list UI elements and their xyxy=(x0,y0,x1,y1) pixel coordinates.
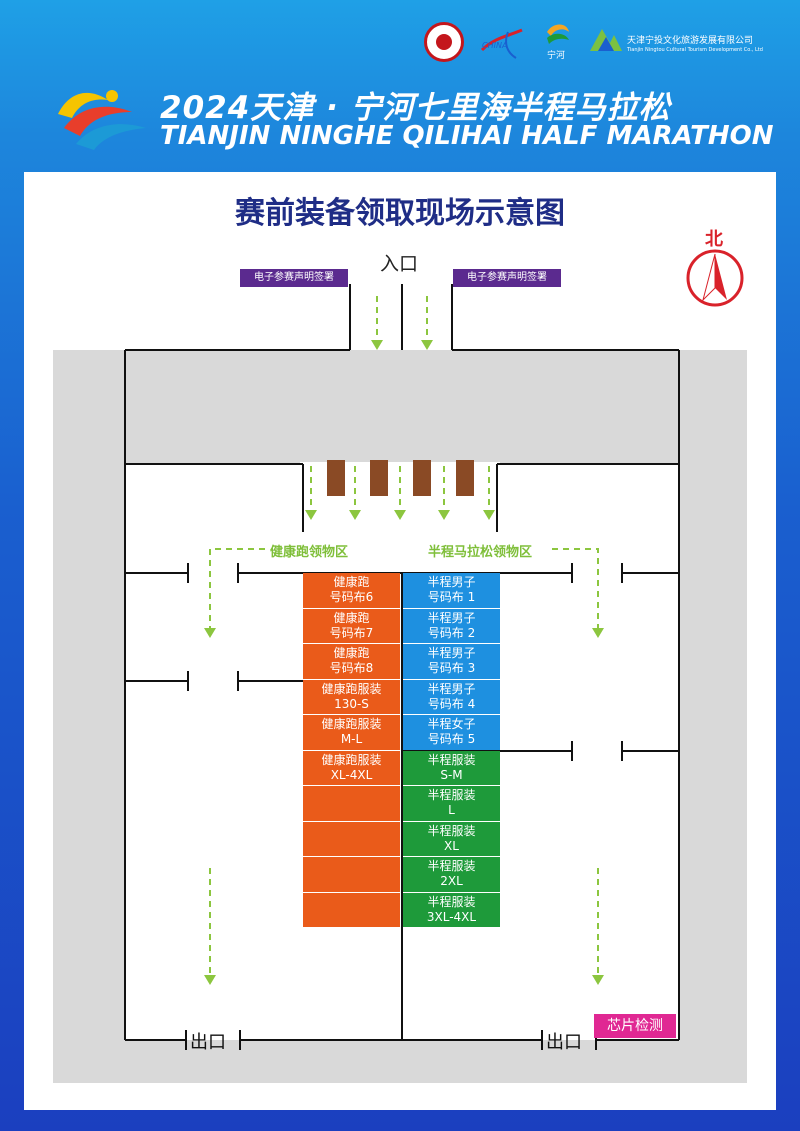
fun-run-booth-1: 健康跑 号码布6 xyxy=(303,573,400,608)
zone-half-marathon-label: 半程马拉松领物区 xyxy=(428,545,533,560)
event-logo xyxy=(50,84,150,154)
half-marathon-booth-1: 半程男子 号码布 1 xyxy=(403,573,500,608)
checkpoint-gate-2 xyxy=(370,460,388,496)
exit-right-label: 出口 xyxy=(546,1032,582,1053)
north-arrow-icon xyxy=(685,248,745,308)
svg-text:CHINA: CHINA xyxy=(482,41,507,50)
half-marathon-booth-6: 半程服装 S-M xyxy=(403,750,500,785)
fun-run-booth-3: 健康跑 号码布8 xyxy=(303,644,400,679)
association-logo xyxy=(424,22,464,62)
half-marathon-booth-5: 半程女子 号码布 5 xyxy=(403,715,500,750)
map-title: 赛前装备领取现场示意图 xyxy=(235,196,565,231)
exit-left-label: 出口 xyxy=(190,1032,226,1053)
zone-fun-run-label: 健康跑领物区 xyxy=(270,545,349,560)
north-label: 北 xyxy=(705,229,723,250)
sign-station-left: 电子参赛声明签署 xyxy=(240,269,348,287)
chip-check-station: 芯片检测 xyxy=(594,1014,676,1038)
half-marathon-booth-4: 半程男子 号码布 4 xyxy=(403,679,500,714)
half-marathon-booth-3: 半程男子 号码布 3 xyxy=(403,644,500,679)
fun-run-booth-4: 健康跑服装 130-S xyxy=(303,679,400,714)
fun-run-booth-8 xyxy=(303,821,400,856)
checkpoint-gate-3 xyxy=(413,460,431,496)
checkpoint-gate-4 xyxy=(456,460,474,496)
fun-run-booth-6: 健康跑服装 XL-4XL xyxy=(303,750,400,785)
ningtou-logo xyxy=(588,25,624,55)
ninghe-logo-text: 宁河 xyxy=(547,51,566,61)
china-logo: CHINA xyxy=(478,26,528,60)
entrance-label: 入口 xyxy=(380,253,419,275)
event-title-cn: 2024天津 · 宁河七里海半程马拉松 xyxy=(160,90,671,126)
partner-name: 天津宁投文化旅游发展有限公司 xyxy=(627,36,754,46)
half-marathon-booth-7: 半程服装 L xyxy=(403,786,500,821)
half-marathon-booth-10: 半程服装 3XL-4XL xyxy=(403,892,500,927)
ninghe-logo: 宁河 xyxy=(543,22,573,62)
half-marathon-booth-8: 半程服装 XL xyxy=(403,821,500,856)
fun-run-booth-5: 健康跑服装 M-L xyxy=(303,715,400,750)
half-marathon-booth-2: 半程男子 号码布 2 xyxy=(403,608,500,643)
fun-run-booth-7 xyxy=(303,786,400,821)
fun-run-booth-10 xyxy=(303,892,400,927)
partner-name-en: Tianjin Ningtou Cultural Tourism Develop… xyxy=(627,47,763,53)
half-marathon-booth-9: 半程服装 2XL xyxy=(403,857,500,892)
checkpoint-gate-1 xyxy=(327,460,345,496)
fun-run-booth-9 xyxy=(303,857,400,892)
fun-run-booth-2: 健康跑 号码布7 xyxy=(303,608,400,643)
sign-station-right: 电子参赛声明签署 xyxy=(453,269,561,287)
event-title-en: TIANJIN NINGHE QILIHAI HALF MARATHON xyxy=(160,121,774,151)
